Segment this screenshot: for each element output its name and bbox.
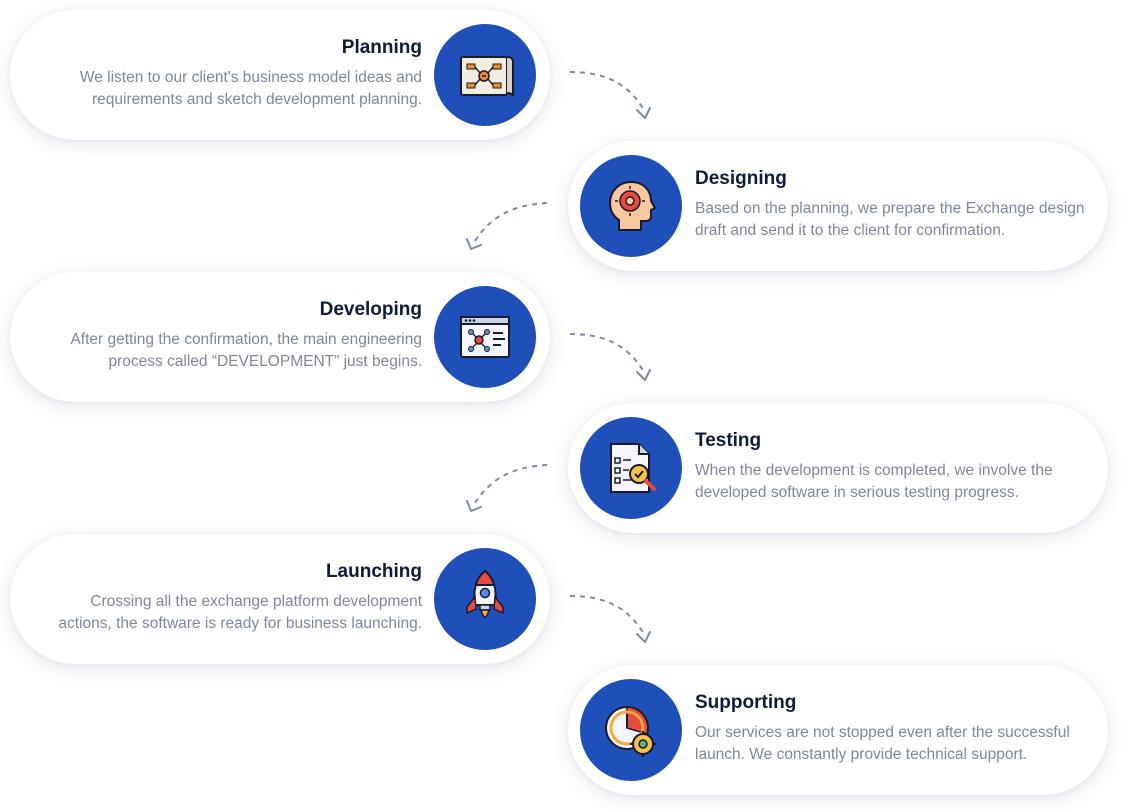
step-icon-circle (434, 286, 536, 388)
clock-gear-icon (605, 706, 656, 757)
step-text: Planning We listen to our client's busin… (42, 36, 422, 111)
step-icon-circle (434, 548, 536, 650)
step-description: We listen to our client's business model… (79, 69, 422, 108)
rocket-icon (466, 569, 504, 618)
step-description: After getting the confirmation, the main… (70, 331, 422, 370)
step-title: Launching (325, 561, 422, 582)
step-title: Developing (319, 299, 422, 320)
dashed-arrow-connector (466, 202, 548, 250)
step-description: When the development is completed, we in… (695, 462, 1053, 501)
step-icon-circle (580, 679, 682, 781)
step-supporting: Supporting Our services are not stopped … (568, 665, 1108, 795)
code-window-icon (460, 316, 510, 358)
step-description: Our services are not stopped even after … (695, 724, 1070, 763)
step-developing: Developing After getting the confirmatio… (10, 272, 550, 402)
step-icon-circle (580, 155, 682, 257)
step-text: Supporting Our services are not stopped … (695, 691, 1095, 766)
head-gear-icon (608, 180, 657, 231)
step-icon-circle (580, 417, 682, 519)
dashed-arrow-connector (466, 464, 548, 512)
dashed-arrow-connector (569, 71, 651, 119)
step-launching: Launching Crossing all the exchange plat… (10, 534, 550, 664)
step-title: Supporting (695, 692, 797, 713)
step-designing: Designing Based on the planning, we prep… (568, 141, 1108, 271)
step-text: Testing When the development is complete… (695, 429, 1095, 504)
step-planning: Planning We listen to our client's busin… (10, 10, 550, 140)
step-description: Crossing all the exchange platform devel… (58, 593, 422, 632)
step-title: Planning (341, 37, 422, 58)
step-text: Designing Based on the planning, we prep… (695, 167, 1095, 242)
step-title: Testing (695, 430, 762, 451)
document-magnifier-icon (610, 443, 656, 493)
step-testing: Testing When the development is complete… (568, 403, 1108, 533)
step-icon-circle (434, 24, 536, 126)
step-text: Developing After getting the confirmatio… (42, 298, 422, 373)
step-description: Based on the planning, we prepare the Ex… (695, 200, 1085, 239)
step-title: Designing (695, 168, 787, 189)
blueprint-icon (460, 56, 514, 97)
dashed-arrow-connector (569, 333, 651, 381)
step-text: Launching Crossing all the exchange plat… (42, 560, 422, 635)
dashed-arrow-connector (569, 595, 651, 643)
